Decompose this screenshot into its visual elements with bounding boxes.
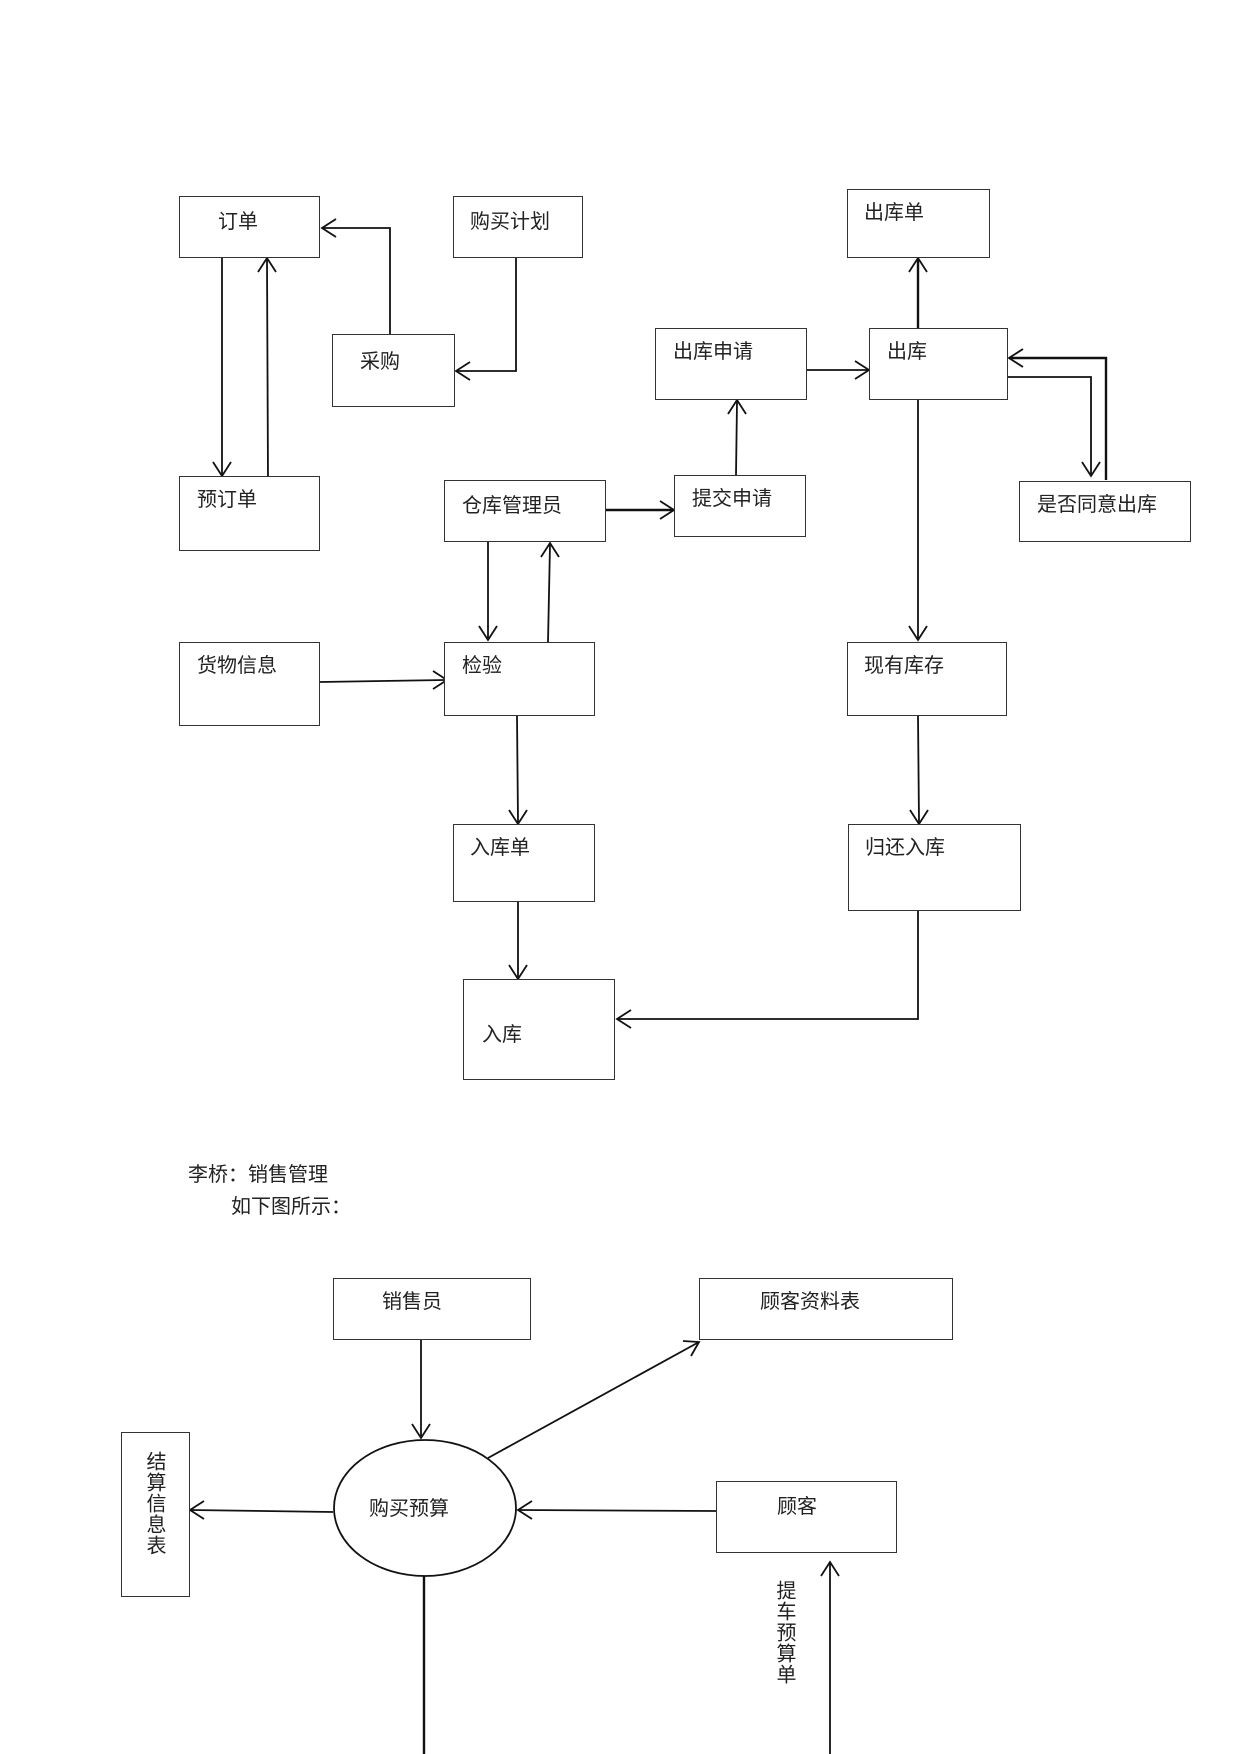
arrowhead (411, 1423, 431, 1440)
node-outbound-slip-label: 出库单 (864, 200, 924, 224)
node-customer-table: 顾客资料表 (699, 1278, 953, 1340)
arrowhead (908, 625, 928, 642)
section-heading: 李桥：销售管理 (188, 1162, 328, 1186)
arrowhead (727, 398, 747, 415)
node-inspection-label: 检验 (462, 653, 502, 677)
node-preorder-label: 预订单 (197, 487, 257, 511)
node-budget-label: 购买预算 (369, 1496, 449, 1520)
node-outbound-label: 出库 (887, 339, 927, 363)
arrowhead (478, 625, 498, 642)
arrowhead (257, 256, 277, 273)
node-customer: 顾客 (716, 1481, 897, 1553)
node-goods-info: 货物信息 (179, 642, 320, 726)
edge-approve-to-outbound (1009, 356, 1108, 480)
edge-stock-to-return (917, 715, 920, 823)
node-purchasing-label: 采购 (360, 349, 400, 373)
node-outbound-slip: 出库单 (847, 189, 990, 258)
arrowhead (188, 1500, 205, 1520)
node-outbound-request: 出库申请 (655, 328, 807, 400)
node-preorder: 预订单 (179, 476, 320, 551)
edge-goods-to-inspection (319, 679, 446, 683)
node-return-stockin-label: 归还入库 (865, 835, 945, 859)
budget-ellipse (333, 1439, 517, 1577)
edge-customer-to-budget (517, 1509, 717, 1512)
section-intro: 如下图所示： (231, 1194, 351, 1218)
arrowhead (682, 1340, 701, 1357)
arrowhead (908, 256, 928, 273)
edge-budget-to-settlement (189, 1509, 334, 1513)
arrowhead (1007, 348, 1024, 368)
node-outbound-request-label: 出库申请 (673, 339, 753, 363)
node-current-stock: 现有库存 (847, 642, 1007, 716)
edge-return-to-stockin (617, 911, 919, 1020)
node-purchase-plan-label: 购买计划 (470, 209, 550, 233)
node-approve-outbound-label: 是否同意出库 (1037, 492, 1157, 516)
arrowhead (1081, 461, 1101, 478)
node-stockin-slip: 入库单 (453, 824, 595, 902)
arrowhead (516, 1500, 533, 1520)
node-inspection: 检验 (444, 642, 595, 716)
edge-budget-to-customer-table (487, 1341, 700, 1459)
node-warehouse-manager-label: 仓库管理员 (462, 493, 562, 517)
node-order: 订单 (179, 196, 320, 258)
node-return-stockin: 归还入库 (848, 824, 1021, 911)
node-customer-label: 顾客 (777, 1494, 817, 1518)
edge-inspection-to-manager (547, 544, 551, 643)
node-outbound: 出库 (869, 328, 1008, 400)
arrowhead (540, 541, 560, 558)
node-stockin-label: 入库 (482, 1022, 522, 1046)
edge-inspection-to-stockin-slip (516, 715, 519, 823)
node-settlement-table: 结算信息表 (121, 1432, 190, 1597)
node-submit-request: 提交申请 (674, 475, 806, 537)
arrowhead (454, 361, 471, 381)
node-approve-outbound: 是否同意出库 (1019, 481, 1191, 542)
edge-outbound-to-approve (1007, 376, 1092, 474)
arrowhead (320, 218, 337, 238)
node-stockin: 入库 (463, 979, 615, 1080)
node-warehouse-manager: 仓库管理员 (444, 480, 606, 542)
edge-purchasing-to-order (322, 227, 391, 334)
edge-preorder-to-order (266, 259, 269, 481)
node-customer-table-label: 顾客资料表 (760, 1289, 860, 1313)
edge-label-pickup-budget-form: 提车预算单 (773, 1580, 797, 1685)
node-order-label: 订单 (218, 209, 258, 233)
node-stockin-slip-label: 入库单 (470, 835, 530, 859)
node-purchase-plan: 购买计划 (453, 196, 583, 258)
node-current-stock-label: 现有库存 (864, 653, 944, 677)
node-goods-info-label: 货物信息 (197, 653, 277, 677)
arrowhead (615, 1009, 632, 1029)
node-purchasing: 采购 (332, 334, 455, 407)
node-salesperson-label: 销售员 (382, 1289, 442, 1313)
node-submit-request-label: 提交申请 (692, 486, 772, 510)
edge-plan-to-purchasing (456, 258, 517, 372)
node-salesperson: 销售员 (333, 1278, 531, 1340)
node-settlement-table-label: 结算信息表 (143, 1451, 167, 1556)
arrowhead (820, 1560, 840, 1577)
edge-submit-to-outreq (735, 401, 738, 476)
